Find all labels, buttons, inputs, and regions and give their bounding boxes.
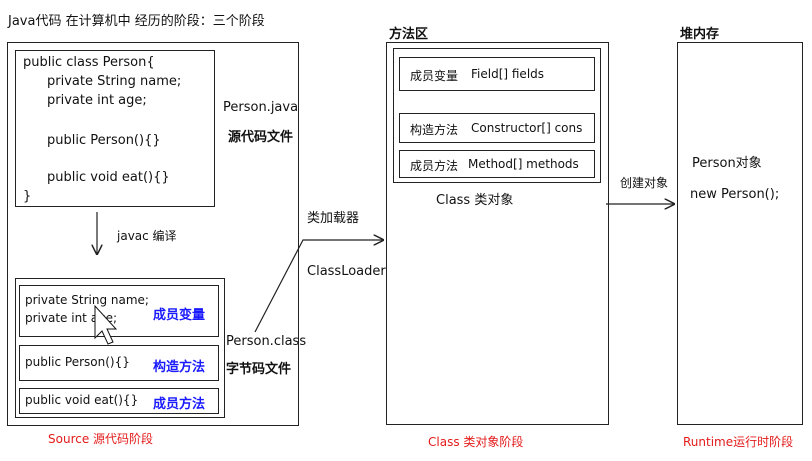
diagram-title: Java代码 在计算机中 经历的阶段：三个阶段 — [8, 14, 265, 29]
create-object-label: 创建对象 — [620, 176, 669, 190]
constructors-slot: 构造方法 Constructor[] cons — [399, 113, 595, 143]
loader-label-en: ClassLoader — [307, 264, 386, 279]
code-line: public class Person{ — [23, 55, 155, 70]
source-code-box: public class Person{ private String name… — [15, 50, 215, 207]
method-label: 成员方法 — [153, 397, 206, 412]
constructors-slot-label: 构造方法 — [410, 123, 459, 137]
fields-slot: 成员变量 Field[] fields — [399, 57, 595, 91]
class-object-label: Class 类对象 — [436, 193, 514, 208]
ctor-code: public Person(){} — [25, 355, 130, 369]
code-line: public void eat(){} — [47, 170, 170, 185]
fields-label: 成员变量 — [153, 308, 206, 323]
code-line: private int age; — [47, 93, 147, 108]
compile-label: javac 编译 — [117, 229, 177, 243]
code-line: private String name; — [47, 74, 182, 89]
class-stage-label: Class 类对象阶段 — [428, 435, 524, 449]
runtime-stage-label: Runtime运行时阶段 — [683, 435, 794, 449]
fields-slot-value: Field[] fields — [471, 67, 545, 81]
bytecode-method-box: public void eat(){} 成员方法 — [19, 388, 219, 414]
heap-new-expr: new Person(); — [690, 187, 780, 202]
loader-label-cn: 类加载器 — [307, 211, 360, 226]
source-file-name: Person.java — [223, 100, 299, 115]
methods-slot-label: 成员方法 — [410, 159, 459, 173]
classloader-arrow — [254, 240, 383, 333]
method-area-heading: 方法区 — [389, 27, 429, 42]
methods-slot: 成员方法 Method[] methods — [399, 150, 595, 178]
field-code: private int age; — [25, 311, 118, 325]
class-file-type: 字节码文件 — [226, 362, 292, 377]
ctor-label: 构造方法 — [153, 360, 206, 375]
field-code: private String name; — [25, 293, 149, 307]
class-file-name: Person.class — [226, 334, 307, 349]
code-line: } — [23, 189, 32, 204]
constructors-slot-value: Constructor[] cons — [471, 121, 583, 135]
code-line: public Person(){} — [47, 133, 161, 148]
method-code: public void eat(){} — [25, 393, 139, 407]
bytecode-fields-box: private String name; private int age; 成员… — [19, 285, 219, 337]
methods-slot-value: Method[] methods — [468, 157, 579, 171]
heap-box — [677, 42, 803, 425]
source-stage-label: Source 源代码阶段 — [48, 432, 154, 446]
source-file-type: 源代码文件 — [228, 130, 294, 145]
bytecode-ctor-box: public Person(){} 构造方法 — [19, 345, 219, 381]
fields-slot-label: 成员变量 — [410, 69, 459, 83]
heap-object-label: Person对象 — [692, 156, 762, 171]
heap-heading: 堆内存 — [680, 27, 720, 42]
